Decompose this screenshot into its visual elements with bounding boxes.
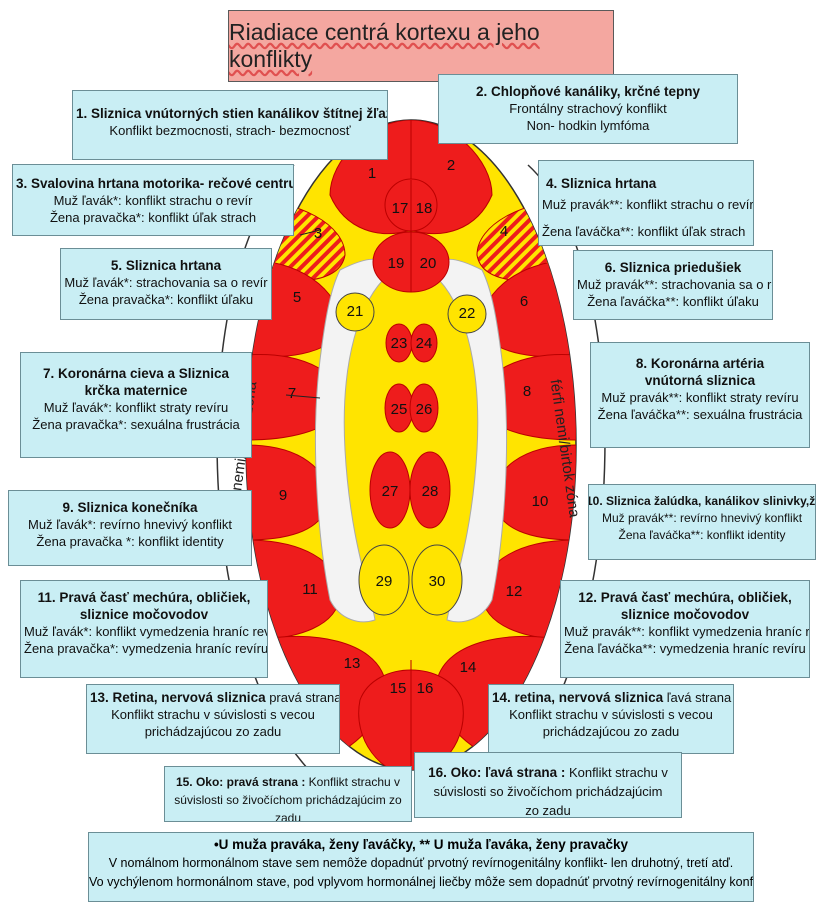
region-label-11: 11 xyxy=(302,581,318,598)
region-label-10: 10 xyxy=(532,493,549,510)
region-label-9: 9 xyxy=(279,487,287,504)
box-3-line-1: Muž ľavák*: konflikt strachu o revír xyxy=(16,192,290,209)
box-3: 3. Svalovina hrtana motorika- rečové cen… xyxy=(12,164,294,236)
box-8-line-2: Žena ľaváčka**: sexuálna frustrácia xyxy=(594,406,806,423)
region-label-21: 21 xyxy=(347,303,364,320)
box-9-line-2: Žena pravačka *: konflikt identity xyxy=(12,533,248,550)
legend-heading: •U muža praváka, ženy ľaváčky, ** U muža… xyxy=(89,835,753,854)
box-5-line-1: Muž ľavák*: strachovania sa o revír xyxy=(64,274,268,291)
box-13-heading: 13. Retina, nervová sliznica xyxy=(90,690,266,705)
box-15-heading: 15. Oko: pravá strana : xyxy=(176,775,305,789)
box-16: 16. Oko: ľavá strana : Konflikt strachu … xyxy=(414,752,682,818)
region-label-23: 23 xyxy=(391,335,408,352)
region-label-16: 16 xyxy=(417,680,434,697)
region-label-15: 15 xyxy=(390,680,407,697)
box-9-line-1: Muž ľavák*: revírno hnevivý konflikt xyxy=(12,516,248,533)
region-label-25: 25 xyxy=(391,401,408,418)
region-label-24: 24 xyxy=(416,335,433,352)
box-4-line-2: Žena ľaváčka**: konflikt úľak strach xyxy=(542,213,750,240)
legend: •U muža praváka, ženy ľaváčky, ** U muža… xyxy=(88,832,754,902)
region-label-12: 12 xyxy=(506,583,523,600)
title-box: Riadiace centrá kortexu a jeho konflikty xyxy=(228,10,614,82)
region-label-2: 2 xyxy=(447,157,455,174)
region-label-8: 8 xyxy=(523,383,531,400)
box-4: 4. Sliznica hrtana Muž pravák**: konflik… xyxy=(538,160,754,246)
box-11-heading: 11. Pravá časť mechúra, obličiek, slizni… xyxy=(24,589,264,623)
legend-line-2: Vo vychýlenom hormonálnom stave, pod vpl… xyxy=(89,873,753,892)
region-label-22: 22 xyxy=(459,305,476,322)
box-3-line-2: Žena pravačka*: konflikt úľak strach xyxy=(16,209,290,226)
box-1-line-1: Konflikt bezmocnosti, strach- bezmocnosť xyxy=(76,122,384,139)
region-label-27: 27 xyxy=(382,483,399,500)
box-8: 8. Koronárna artéria vnútorná sliznica M… xyxy=(590,342,810,448)
box-14-tail: ľavá strana xyxy=(663,690,731,705)
region-label-20: 20 xyxy=(420,255,437,272)
box-16-heading: 16. Oko: ľavá strana : xyxy=(428,765,565,780)
region-label-28: 28 xyxy=(422,483,439,500)
box-5: 5. Sliznica hrtana Muž ľavák*: strachova… xyxy=(60,248,272,320)
box-3-heading: 3. Svalovina hrtana motorika- rečové cen… xyxy=(16,175,290,192)
box-7-line-1: Muž ľavák*: konflikt straty revíru xyxy=(24,399,248,416)
region-label-13: 13 xyxy=(344,655,361,672)
box-5-heading: 5. Sliznica hrtana xyxy=(64,257,268,274)
box-10-line-1: Muž pravák**: revírno hnevivý konflikt xyxy=(592,510,812,527)
box-1: 1. Sliznica vnútorných stien kanálikov š… xyxy=(72,90,388,160)
box-9: 9. Sliznica konečníka Muž ľavák*: revírn… xyxy=(8,490,252,566)
box-2: 2. Chlopňové kanáliky, krčné tepny Front… xyxy=(438,74,738,144)
region-label-14: 14 xyxy=(460,659,477,676)
box-14-heading: 14. retina, nervová sliznica xyxy=(492,690,663,705)
box-1-heading: 1. Sliznica vnútorných stien kanálikov š… xyxy=(76,105,384,122)
box-12-heading: 12. Pravá časť mechúra, obličiek, slizni… xyxy=(564,589,806,623)
box-10: 10. Sliznica žalúdka, kanálikov slinivky… xyxy=(588,484,816,560)
legend-line-1: V nomálnom hormonálnom stave sem nemôže … xyxy=(89,854,753,873)
box-6-line-1: Muž pravák**: strachovania sa o revír xyxy=(577,276,769,293)
box-10-heading: 10. Sliznica žalúdka, kanálikov slinivky… xyxy=(588,493,812,510)
box-14: 14. retina, nervová sliznica ľavá strana… xyxy=(488,684,734,754)
box-13: 13. Retina, nervová sliznica pravá stran… xyxy=(86,684,340,754)
box-13-line-1: Konflikt strachu v súvislosti s vecou pr… xyxy=(90,706,336,740)
region-label-5: 5 xyxy=(293,289,301,306)
box-12: 12. Pravá časť mechúra, obličiek, slizni… xyxy=(560,580,810,678)
box-7-line-2: Žena pravačka*: sexuálna frustrácia xyxy=(24,416,248,433)
region-label-18: 18 xyxy=(416,200,433,217)
box-6-heading: 6. Sliznica priedušiek xyxy=(577,259,769,276)
box-11-line-2: Žena pravačka*: vymedzenia hraníc revíru xyxy=(24,640,264,657)
box-8-line-1: Muž pravák**: konflikt straty revíru xyxy=(594,389,806,406)
box-12-line-1: Muž pravák**: konflikt vymedzenia hraníc… xyxy=(564,623,806,640)
box-4-heading: 4. Sliznica hrtana xyxy=(542,175,750,192)
box-12-line-2: Žena ľaváčka**: vymedzenia hraníc revíru xyxy=(564,640,806,657)
box-4-line-1: Muž pravák**: konflikt strachu o revír xyxy=(542,192,750,213)
box-7-heading: 7. Koronárna cieva a Sliznica krčka mate… xyxy=(24,365,248,399)
region-label-6: 6 xyxy=(520,293,528,310)
box-6-line-2: Žena ľaváčka**: konflikt úľaku xyxy=(577,293,769,310)
region-label-26: 26 xyxy=(416,401,433,418)
box-8-heading: 8. Koronárna artéria vnútorná sliznica xyxy=(594,355,806,389)
box-6: 6. Sliznica priedušiek Muž pravák**: str… xyxy=(573,250,773,320)
box-15: 15. Oko: pravá strana : Konflikt strachu… xyxy=(164,766,412,822)
box-7: 7. Koronárna cieva a Sliznica krčka mate… xyxy=(20,352,252,458)
region-label-1: 1 xyxy=(368,165,376,182)
box-11: 11. Pravá časť mechúra, obličiek, slizni… xyxy=(20,580,268,678)
region-label-17: 17 xyxy=(392,200,409,217)
region-label-3: 3 xyxy=(314,225,322,242)
box-2-heading: 2. Chlopňové kanáliky, krčné tepny xyxy=(442,83,734,100)
box-11-line-1: Muž ľavák*: konflikt vymedzenia hraníc r… xyxy=(24,623,264,640)
region-label-29: 29 xyxy=(376,573,393,590)
box-10-line-2: Žena ľaváčka**: konflikt identity xyxy=(592,527,812,544)
page-title: Riadiace centrá kortexu a jeho konflikty xyxy=(229,19,613,73)
box-14-line-1: Konflikt strachu v súvislosti s vecou pr… xyxy=(492,706,730,740)
region-label-19: 19 xyxy=(388,255,405,272)
box-5-line-2: Žena pravačka*: konflikt úľaku xyxy=(64,291,268,308)
box-9-heading: 9. Sliznica konečníka xyxy=(12,499,248,516)
box-2-line-2: Non- hodkin lymfóma xyxy=(442,117,734,134)
region-label-30: 30 xyxy=(429,573,446,590)
box-2-line-1: Frontálny strachový konflikt xyxy=(442,100,734,117)
region-label-4: 4 xyxy=(500,223,508,240)
box-13-tail: pravá strana xyxy=(266,690,340,705)
region-label-7: 7 xyxy=(288,385,296,402)
